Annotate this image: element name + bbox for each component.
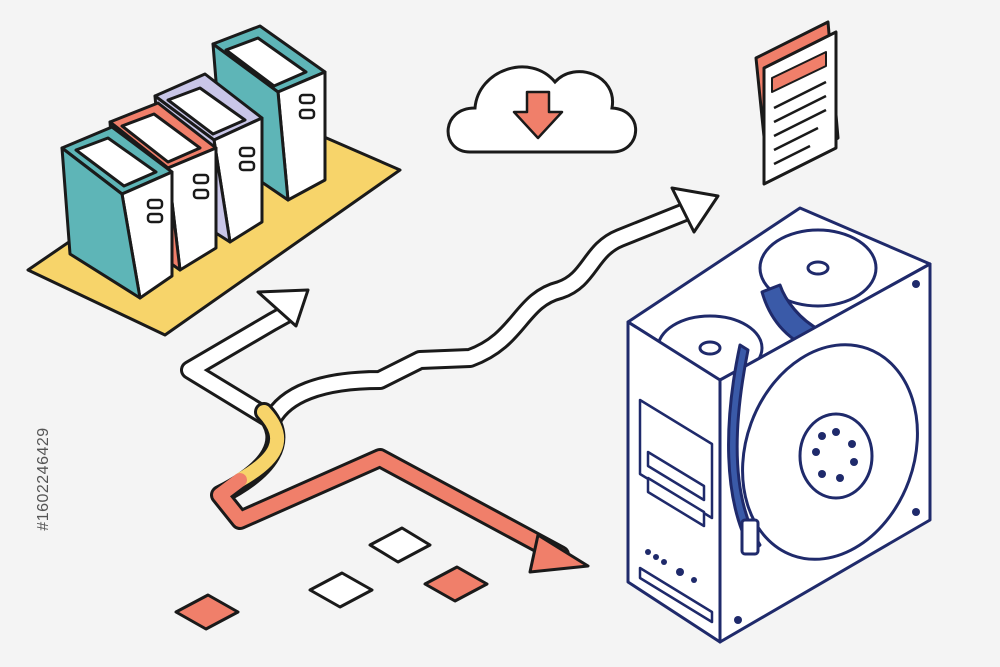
- block-white: [368, 526, 432, 564]
- document-icon: [754, 20, 840, 186]
- arrow-up-right-icon: [180, 186, 720, 430]
- stock-id-watermark: #1602246429: [35, 427, 52, 531]
- block-white: [308, 571, 374, 609]
- data-blocks: [174, 526, 489, 631]
- block-coral: [174, 593, 240, 631]
- block-coral: [423, 565, 489, 603]
- binders-icon: [26, 24, 402, 337]
- cloud-download-icon: [446, 65, 638, 154]
- arrow-down-right-icon: [210, 402, 590, 574]
- hard-drive-icon: [626, 206, 932, 644]
- download-arrow-icon: [512, 90, 564, 140]
